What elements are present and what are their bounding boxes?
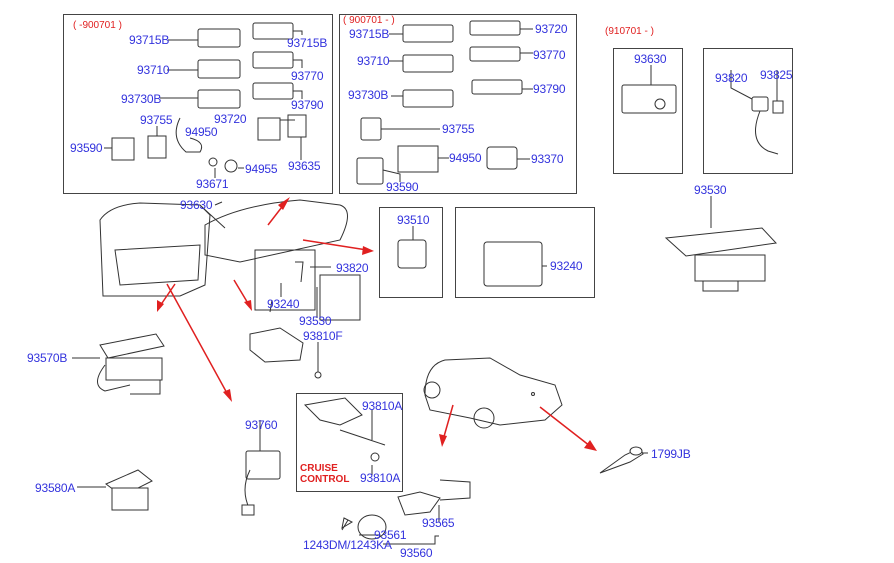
leader-lines-mid — [381, 28, 533, 182]
part-93580A-drawing — [77, 469, 153, 511]
label-93730B[interactable]: 93730B — [121, 92, 162, 106]
label-93590[interactable]: 93590 — [386, 180, 419, 194]
label-93810F[interactable]: 93810F — [303, 329, 343, 343]
car-interior-drawing — [99, 199, 361, 321]
label-93570B[interactable]: 93570B — [27, 351, 68, 365]
label-93630[interactable]: 93630 — [180, 198, 213, 212]
part-93760-drawing — [241, 420, 281, 516]
label-93755[interactable]: 93755 — [442, 122, 475, 136]
label-93671[interactable]: 93671 — [196, 177, 229, 191]
label-1799JB[interactable]: 1799JB — [651, 447, 691, 461]
label-1243DM-1243KA[interactable]: 1243DM/1243KA — [303, 538, 392, 552]
label-93715B[interactable]: 93715B — [287, 36, 328, 50]
label-93810A[interactable]: 93810A — [360, 471, 401, 485]
label-93240[interactable]: 93240 — [550, 259, 583, 273]
label-93710[interactable]: 93710 — [137, 63, 170, 77]
cruise-control-box — [296, 393, 403, 492]
label-93565[interactable]: 93565 — [422, 516, 455, 530]
label-93240[interactable]: 93240 — [267, 297, 300, 311]
part-93570B-drawing — [72, 333, 165, 395]
label-93810A[interactable]: 93810A — [362, 399, 403, 413]
label-93530[interactable]: 93530 — [694, 183, 727, 197]
label-93530[interactable]: 93530 — [299, 314, 332, 328]
date-range-early: ( -900701 ) — [73, 20, 122, 31]
part-93530-drawing — [664, 227, 778, 292]
cruise-control-drawing — [303, 397, 386, 475]
switch-parts-early — [111, 22, 307, 173]
label-93590[interactable]: 93590 — [70, 141, 103, 155]
label-93730B[interactable]: 93730B — [348, 88, 389, 102]
label-93510[interactable]: 93510 — [397, 213, 430, 227]
label-93755[interactable]: 93755 — [140, 113, 173, 127]
label-93790[interactable]: 93790 — [291, 98, 324, 112]
bracket-93810F — [249, 327, 322, 379]
part-1799JB-drawing — [599, 446, 648, 474]
label-93825[interactable]: 93825 — [760, 68, 793, 82]
part-93510-drawing — [397, 239, 427, 269]
label-93720[interactable]: 93720 — [535, 22, 568, 36]
label-94950[interactable]: 94950 — [449, 151, 482, 165]
label-93635[interactable]: 93635 — [288, 159, 321, 173]
label-94955[interactable]: 94955 — [245, 162, 278, 176]
label-93580A[interactable]: 93580A — [35, 481, 76, 495]
label-93820[interactable]: 93820 — [715, 71, 748, 85]
indicator-arrows — [157, 197, 597, 451]
label-93630[interactable]: 93630 — [634, 52, 667, 66]
label-93820[interactable]: 93820 — [336, 261, 369, 275]
label-93560[interactable]: 93560 — [400, 546, 433, 560]
label-94950[interactable]: 94950 — [185, 125, 218, 139]
leader-lines-early — [104, 30, 303, 178]
label-93770[interactable]: 93770 — [291, 69, 324, 83]
label-93710[interactable]: 93710 — [357, 54, 390, 68]
label-93715B[interactable]: 93715B — [349, 27, 390, 41]
date-range-mid: ( 900701 - ) — [343, 15, 395, 26]
label-93720[interactable]: 93720 — [214, 112, 247, 126]
cruise-label: CRUISE — [300, 463, 338, 474]
switch-parts-mid — [356, 20, 523, 185]
label-93790[interactable]: 93790 — [533, 82, 566, 96]
door-lock-parts — [341, 479, 471, 545]
label-93715B[interactable]: 93715B — [129, 33, 170, 47]
sedan-drawing — [423, 357, 563, 429]
part-93240-drawing — [483, 241, 543, 287]
label-93370[interactable]: 93370 — [531, 152, 564, 166]
label-93760[interactable]: 93760 — [245, 418, 278, 432]
control-label: CONTROL — [300, 474, 350, 485]
switch-parts-late — [621, 65, 784, 228]
date-range-late: (910701 - ) — [605, 26, 654, 37]
label-93561[interactable]: 93561 — [374, 528, 407, 542]
label-93770[interactable]: 93770 — [533, 48, 566, 62]
